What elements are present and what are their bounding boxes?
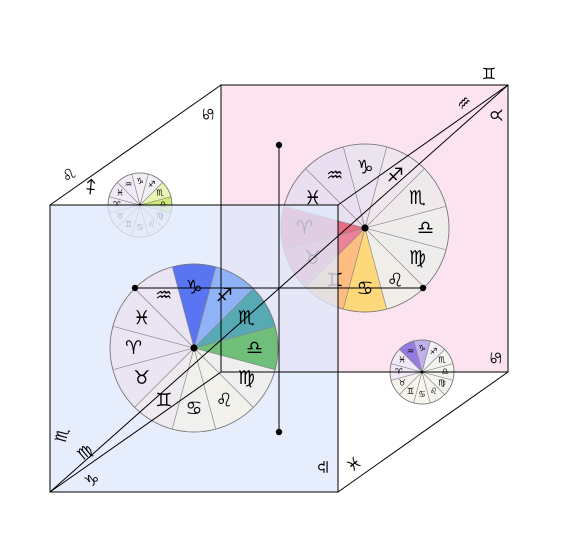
zodiac-sign-label: ♐ bbox=[148, 180, 156, 190]
zodiac-sign-label: ♓ bbox=[304, 187, 321, 209]
zodiac-sign-label: ♏ bbox=[438, 355, 446, 365]
zodiac-sign-label: ♌ bbox=[387, 269, 404, 291]
edge-label: ♉ bbox=[487, 108, 506, 122]
edge-label: ♋ bbox=[199, 107, 218, 121]
edge-label: ♐ bbox=[79, 175, 102, 199]
zodiac-sign-label: ♒ bbox=[407, 347, 415, 357]
cube-edges bbox=[49, 84, 509, 493]
zodiac-sign-label: ♉ bbox=[133, 367, 150, 389]
zodiac-sign-label: ♑ bbox=[136, 177, 144, 187]
zodiac-sign-label: ♒ bbox=[155, 285, 172, 307]
zodiac-sign-label: ♑ bbox=[418, 344, 426, 354]
zodiac-sign-label: ♐ bbox=[216, 285, 233, 307]
zodiac-sign-label: ♐ bbox=[430, 347, 438, 357]
zodiac-sign-label: ♎ bbox=[246, 337, 263, 359]
zodiac-sign-label: ♑ bbox=[356, 157, 373, 179]
zodiac-sign-label: ♍ bbox=[238, 367, 255, 389]
axis-endpoints bbox=[131, 141, 427, 436]
wheel-rim bbox=[109, 263, 279, 433]
zodiac-sign-label: ♓ bbox=[133, 307, 150, 329]
edge-label: ♎ bbox=[314, 460, 333, 474]
zodiac-wheel-front: ♈♉♊♋♌♍♎♏♐♑♒♓ bbox=[109, 263, 279, 433]
edge-label: ♊ bbox=[482, 64, 496, 83]
zodiac-sign-label: ♏ bbox=[156, 188, 164, 198]
zodiac-sign-label: ♉ bbox=[398, 379, 406, 389]
zodiac-sign-label: ♍ bbox=[409, 247, 426, 269]
zodiac-sign-label: ♓ bbox=[116, 188, 124, 198]
zodiac-sign-label: ♒ bbox=[326, 165, 343, 187]
edge-label: ♓ bbox=[342, 452, 365, 476]
zodiac-sign-label: ♈ bbox=[125, 337, 142, 359]
zodiac-sign-label: ♌ bbox=[216, 389, 233, 411]
edge-label: ♋ bbox=[487, 351, 506, 365]
edge-label: ♌ bbox=[57, 163, 80, 187]
edge-label: ♏ bbox=[51, 426, 73, 445]
zodiac-sign-label: ♒ bbox=[125, 180, 133, 190]
zodiac-sign-label: ♎ bbox=[417, 217, 434, 239]
zodiac-sign-label: ♋ bbox=[418, 390, 426, 400]
zodiac-sign-label: ♓ bbox=[398, 355, 406, 365]
zodiac-sign-label: ♊ bbox=[407, 387, 415, 397]
zodiac-sign-label: ♋ bbox=[185, 397, 202, 419]
zodiac-sign-label: ♍ bbox=[438, 379, 446, 389]
zodiac-sign-label: ♐ bbox=[387, 165, 404, 187]
zodiac-sign-label: ♌ bbox=[430, 387, 438, 397]
zodiac-sign-label: ♏ bbox=[409, 187, 426, 209]
